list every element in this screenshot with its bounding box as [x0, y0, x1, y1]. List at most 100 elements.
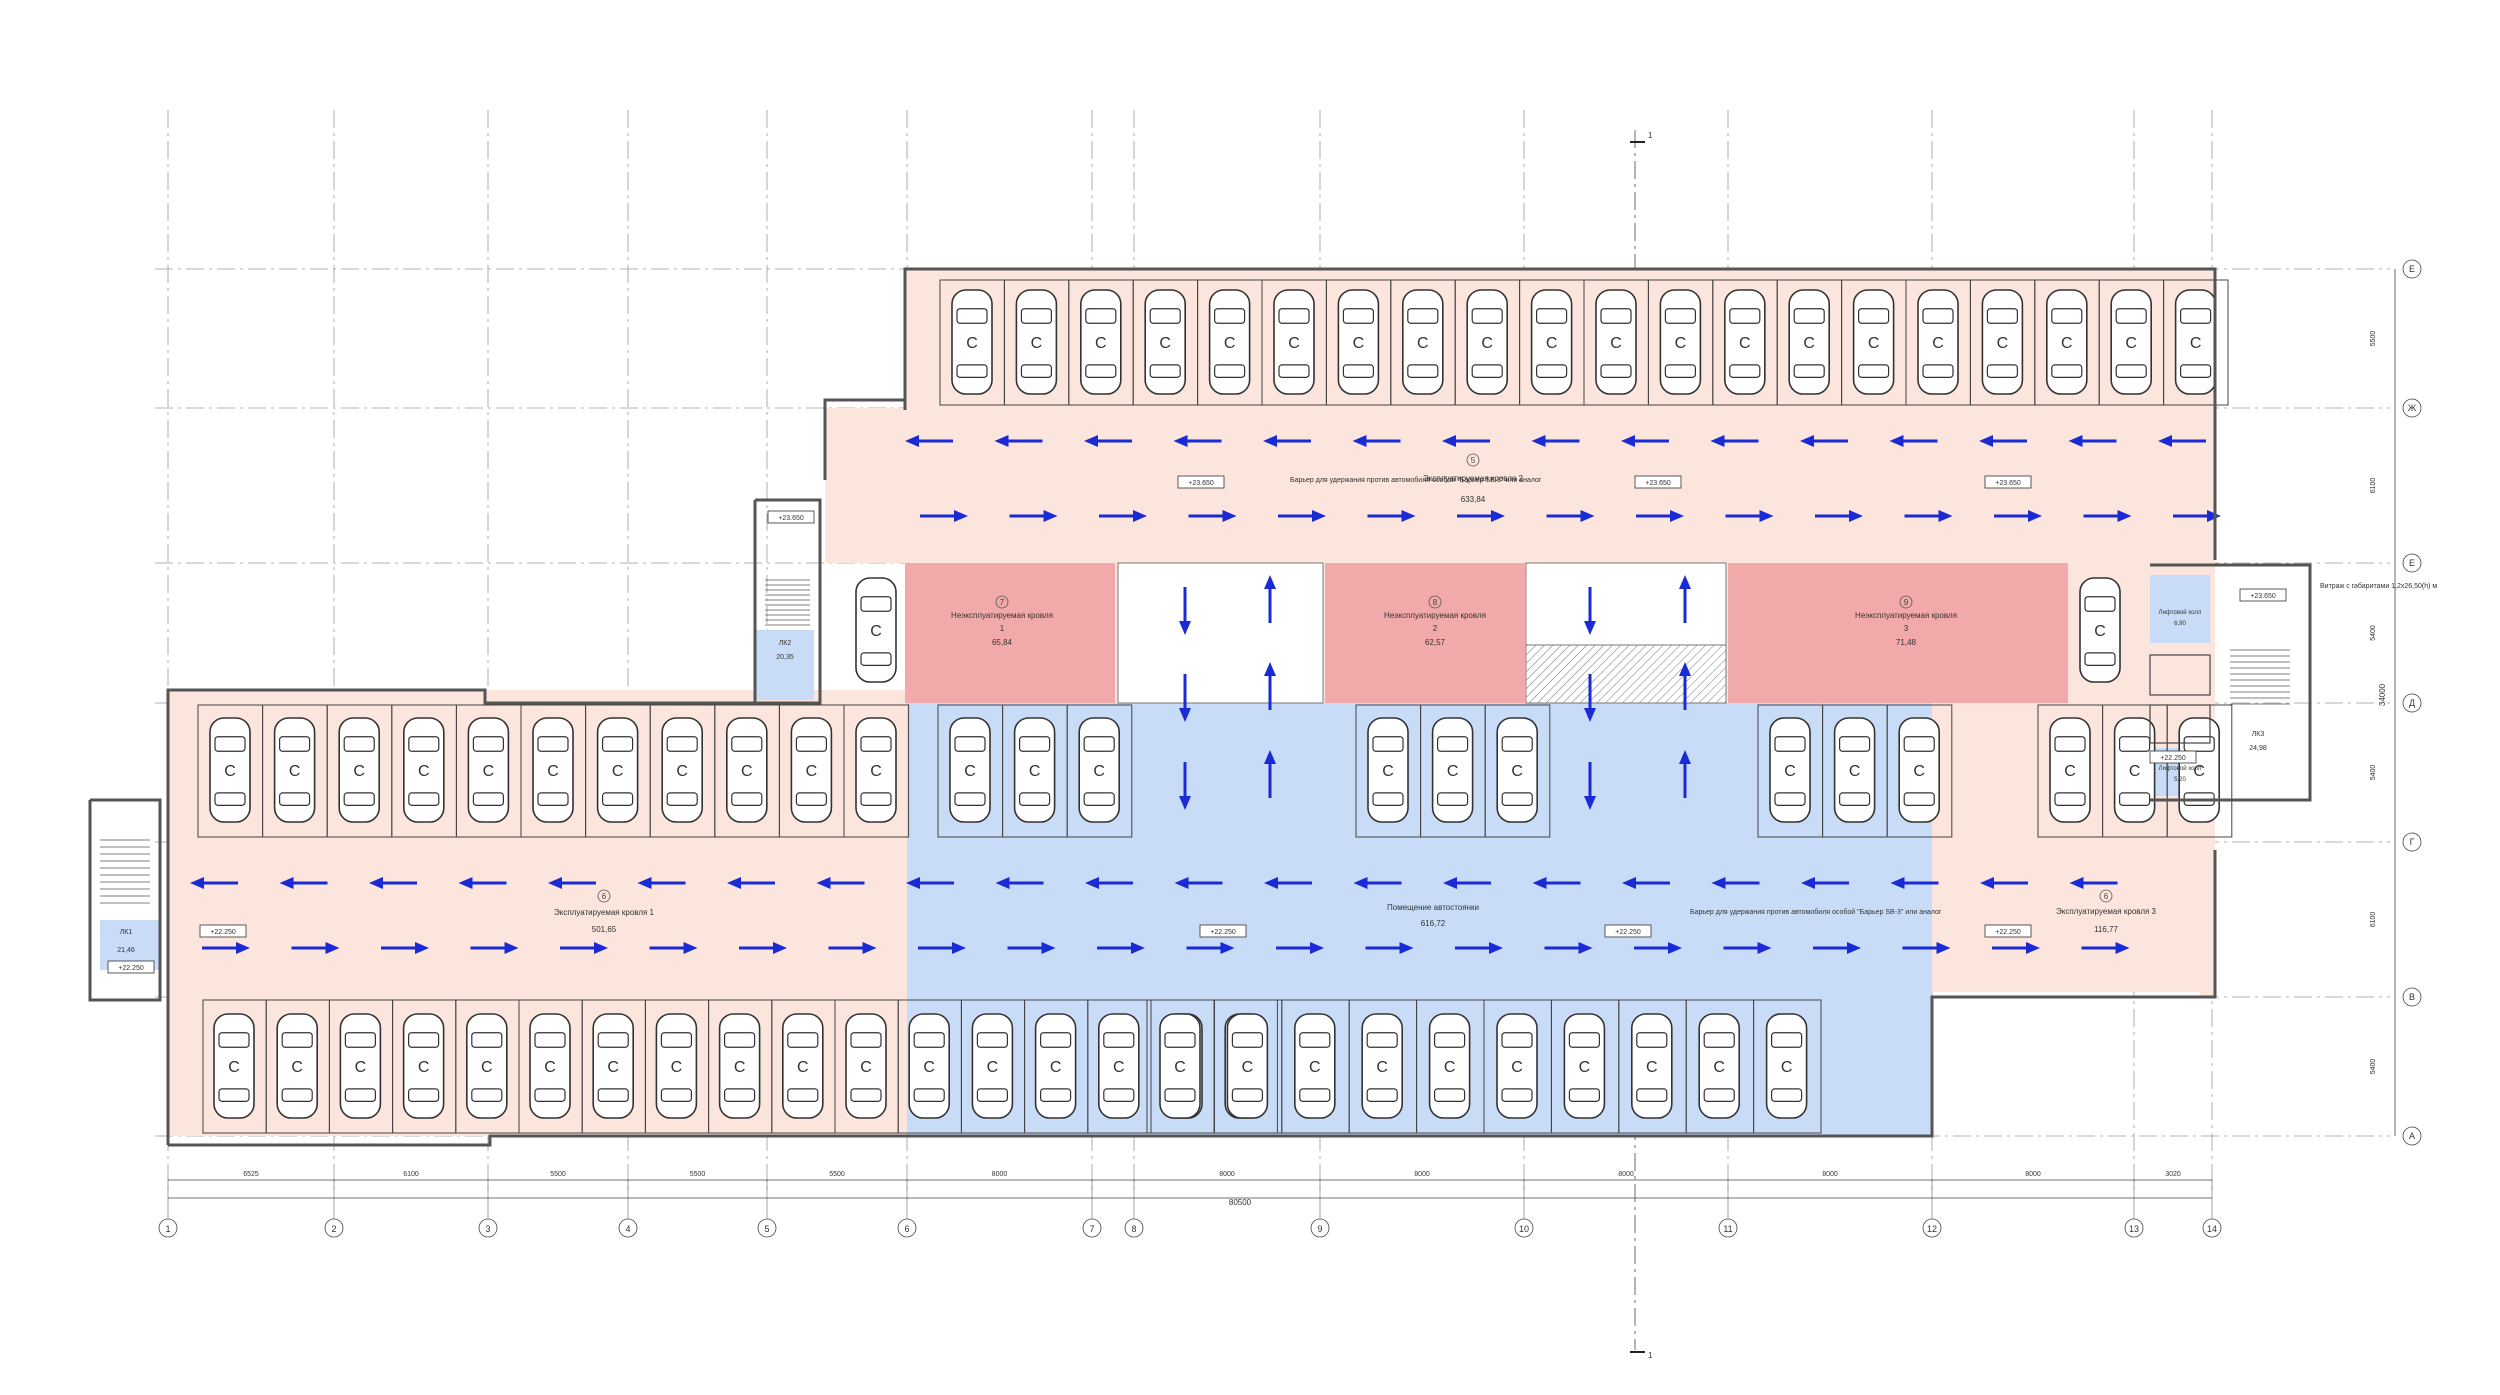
arrow-head — [1179, 796, 1191, 810]
car-label: С — [1382, 763, 1394, 780]
car-windshield — [1436, 736, 1469, 752]
car-windshield — [408, 736, 440, 752]
axis-row-bubble — [2402, 693, 2422, 713]
car-windshield — [850, 1032, 882, 1048]
car-body — [1361, 1013, 1403, 1119]
car-windshield — [1164, 1032, 1196, 1048]
car-left-upper-1: С — [209, 717, 251, 823]
arrow-head — [683, 942, 698, 954]
car-body — [1013, 717, 1056, 823]
car-label: С — [547, 763, 559, 780]
car-rear-window — [1501, 792, 1533, 806]
car-rear-window — [723, 1088, 756, 1102]
car-rear-window — [1278, 364, 1310, 378]
nonexp2-marker — [1428, 595, 1442, 609]
arrow-head — [1264, 750, 1276, 764]
level-lower-stair-box — [107, 960, 155, 974]
car-windshield — [1433, 1032, 1466, 1048]
arrow-top-left-12 — [1979, 435, 2027, 447]
car-label: С — [734, 1059, 746, 1076]
wall-top — [903, 267, 2217, 560]
arrow-mid-right-21 — [2081, 942, 2130, 954]
arrow-mid-right-17 — [1723, 942, 1772, 954]
car-body — [1080, 289, 1122, 395]
car-rear-window — [2084, 652, 2116, 666]
nonexp-roof-3 — [1728, 563, 2068, 703]
stair-right-area: 24,98 — [2249, 745, 2267, 752]
car-windshield — [1838, 736, 1871, 752]
arrow-mid-left-7 — [816, 877, 865, 889]
roof-zone-lane-top — [825, 408, 2215, 563]
axis-col-label-14: 14 — [2207, 1224, 2217, 1234]
arrow-ramp1-down-c — [1179, 762, 1191, 810]
car-label: С — [964, 763, 976, 780]
level-upper-stair-box — [767, 510, 815, 524]
car-windshield — [1568, 1032, 1601, 1048]
car-mid-upper-2-1: С — [1769, 717, 1811, 823]
car-body — [1294, 1013, 1336, 1119]
level-lower-4: +22.250 — [1995, 929, 2021, 936]
axis-row-label-1: Ж — [2408, 403, 2417, 413]
nonexp-roof-1 — [905, 563, 1115, 703]
car-windshield — [1729, 308, 1761, 324]
car-body — [1788, 289, 1830, 395]
axis-col-label-5: 5 — [764, 1224, 769, 1234]
arrow-head — [952, 942, 966, 954]
car-rear-window — [1729, 364, 1761, 378]
car-body — [273, 717, 316, 823]
car-left-upper-3: С — [338, 717, 381, 823]
arrow-head — [369, 877, 383, 889]
level-lower-2: +22.250 — [1210, 929, 1236, 936]
car-rear-window — [408, 792, 440, 806]
car-rear-window — [1838, 792, 1871, 806]
car-body — [1428, 1013, 1471, 1119]
car-rear-window — [279, 792, 311, 806]
arrow-top-left-1 — [994, 435, 1043, 447]
dim-span-0: 6525 — [243, 1171, 259, 1178]
car-body — [1769, 717, 1811, 823]
car-windshield — [976, 1032, 1009, 1048]
car-windshield — [1213, 308, 1246, 324]
arrow-head — [727, 877, 741, 889]
car-body — [661, 717, 704, 823]
level-marks: +23.650+23.650+23.650+23.650+23.650+22.2… — [107, 475, 2287, 974]
roof1-number: 6 — [602, 892, 607, 901]
car-bottom-left-10: С — [781, 1013, 824, 1119]
arrow-top-right-1 — [1009, 510, 1058, 522]
car-windshield — [787, 1032, 819, 1048]
arrow-ramp1-up-a — [1264, 575, 1276, 623]
car-left-upper-2: С — [273, 717, 316, 823]
car-bottom-left-15: С — [1098, 1013, 1140, 1119]
car-label: С — [923, 1059, 935, 1076]
axis-row-bubble — [2402, 553, 2422, 573]
car-windshield — [1366, 1032, 1398, 1048]
car-body — [2178, 717, 2220, 823]
axis-row-bubble — [2402, 832, 2422, 852]
car-label: С — [1546, 335, 1558, 352]
car-windshield — [408, 1032, 440, 1048]
arrow-head — [1041, 942, 1056, 954]
axis-row-bubble — [2402, 987, 2422, 1007]
parking-zone-ramp2 — [1524, 703, 1728, 842]
car-body — [402, 1013, 445, 1119]
arrow-mid-left-4 — [548, 877, 596, 889]
arrow-head — [1443, 877, 1457, 889]
axis-col-label-11: 11 — [1723, 1224, 1732, 1234]
arrow-head — [1679, 750, 1691, 764]
arrow-head — [1890, 877, 1905, 889]
lift2-area: 5,20 — [2174, 777, 2186, 783]
car-rear-window — [2054, 792, 2086, 806]
arrow-mid-right-12 — [1276, 942, 1324, 954]
car-label: С — [1739, 335, 1751, 352]
car-bottom-left-9: С — [718, 1013, 761, 1119]
level-lower-right: +22.250 — [2160, 755, 2186, 762]
arrow-head — [2158, 435, 2172, 447]
arrow-head — [637, 877, 652, 889]
car-body — [655, 1013, 698, 1119]
arrow-top-right-9 — [1725, 510, 1774, 522]
car-label: С — [2190, 335, 2202, 352]
car-label: С — [1610, 335, 1622, 352]
barrier-note-top: Барьер для удержания против автомобиля о… — [1290, 476, 1542, 484]
car-rear-window — [1085, 364, 1117, 378]
